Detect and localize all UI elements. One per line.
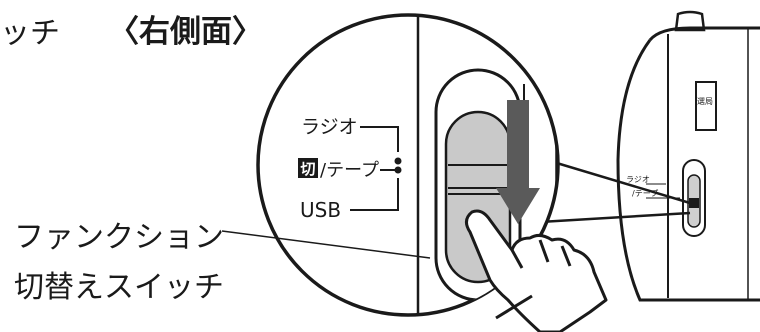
device-tape-label: /テープ [632, 189, 658, 198]
title-fragment: ッチ [0, 16, 60, 51]
section-title: 〈右側面〉 [108, 14, 263, 50]
switch-position-brackets [350, 126, 402, 211]
device-top-label: 選局 [697, 96, 713, 106]
zoom-line-top [539, 156, 691, 205]
down-arrow-icon [496, 100, 540, 224]
radio-position-label: ラジオ [301, 116, 358, 138]
callout-label-line1: ファンクション [14, 220, 224, 255]
tape-position-label: /テープ [320, 160, 379, 181]
zoom-line-bottom [539, 211, 691, 224]
device-body [616, 10, 760, 302]
pointing-hand-icon [465, 209, 608, 332]
callout-label-line2: 切替えスイッチ [14, 270, 224, 305]
tape-mark-label: 切 [300, 160, 315, 178]
callout-line [221, 230, 431, 259]
usb-position-label: USB [300, 198, 341, 222]
device-radio-label: ラジオ [626, 175, 650, 184]
tape-mark-box [298, 158, 318, 178]
